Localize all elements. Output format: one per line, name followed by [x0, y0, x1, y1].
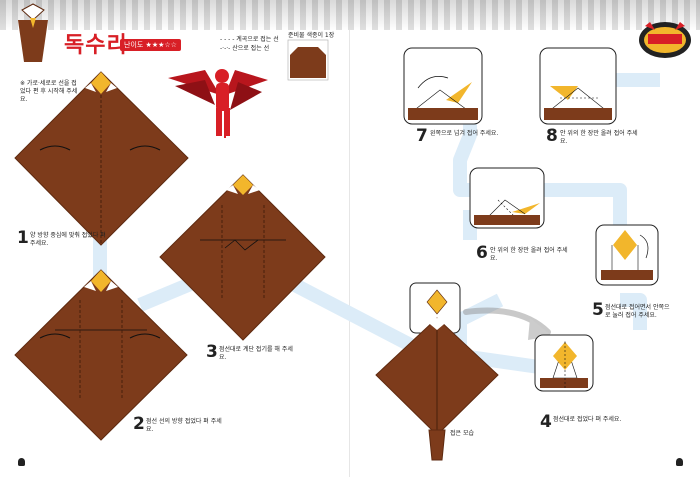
legend-mountain-fold: -·-·- 산으로 접는 선: [220, 45, 270, 52]
red-hero-figure: [168, 69, 268, 141]
lightbulb-icon: [676, 458, 683, 466]
step-4-text: 점선대로 접었다 펴 주세요.: [553, 416, 622, 423]
step-7-text: 왼쪽으로 넘겨 접어 주세요.: [430, 130, 499, 137]
brand-logo-icon: [639, 22, 691, 58]
difficulty-badge: 난이도 ★★★☆☆: [120, 39, 181, 51]
step-5-diagram: [595, 224, 659, 286]
page-title: 독수리: [64, 33, 128, 58]
path-segment: [453, 293, 504, 350]
step-4-diagram: [534, 334, 594, 392]
legend-valley-fold: - - - - 계곡으로 접는 선: [220, 36, 279, 43]
step-2-text: 점선 선의 방향 접었다 펴 주세요.: [146, 418, 222, 433]
step-7-number: 7: [416, 126, 428, 146]
lightbulb-icon: [18, 458, 25, 466]
page-spread-divider: [349, 30, 350, 477]
step-6-number: 6: [476, 243, 488, 263]
step-3-diagram: [159, 174, 326, 341]
materials-label: 준비물 색종이 1장: [288, 32, 335, 39]
finished-eagle-diagram: [375, 282, 552, 461]
step-7-diagram: [403, 47, 483, 125]
step-2-diagram: [14, 269, 188, 441]
eagle-emblem-icon: [18, 3, 48, 62]
step-2-number: 2: [133, 414, 145, 434]
step-6-diagram: [469, 167, 545, 229]
step-5-text: 점선대로 접어면서 안쪽으로 눌러 접어 주세요.: [605, 304, 670, 319]
intro-note: ※ 가로·세로로 선을 접었다 편 후 시작해 주세요.: [20, 80, 78, 103]
step-6-text: 안 위의 한 장만 올려 접어 주세요.: [490, 247, 568, 262]
step-3-text: 점선대로 계단 접기를 해 주세요.: [219, 346, 293, 361]
step-3-number: 3: [206, 342, 218, 362]
step-1-text: 양 방향 중심에 맞춰 접었다 펴 주세요.: [30, 232, 106, 247]
step-8-number: 8: [546, 126, 558, 146]
step-8-diagram: [539, 47, 617, 125]
paper-sample: [287, 39, 329, 81]
finished-label: 접은 모습: [450, 430, 474, 437]
step-5-number: 5: [592, 300, 604, 320]
step-8-text: 안 위의 한 장만 올려 접어 주세요.: [560, 130, 638, 145]
step-1-diagram: [14, 71, 189, 246]
path-segment: [620, 293, 647, 330]
step-1-number: 1: [17, 228, 29, 248]
pixel-header-band: [0, 0, 700, 30]
step-4-number: 4: [540, 412, 552, 432]
